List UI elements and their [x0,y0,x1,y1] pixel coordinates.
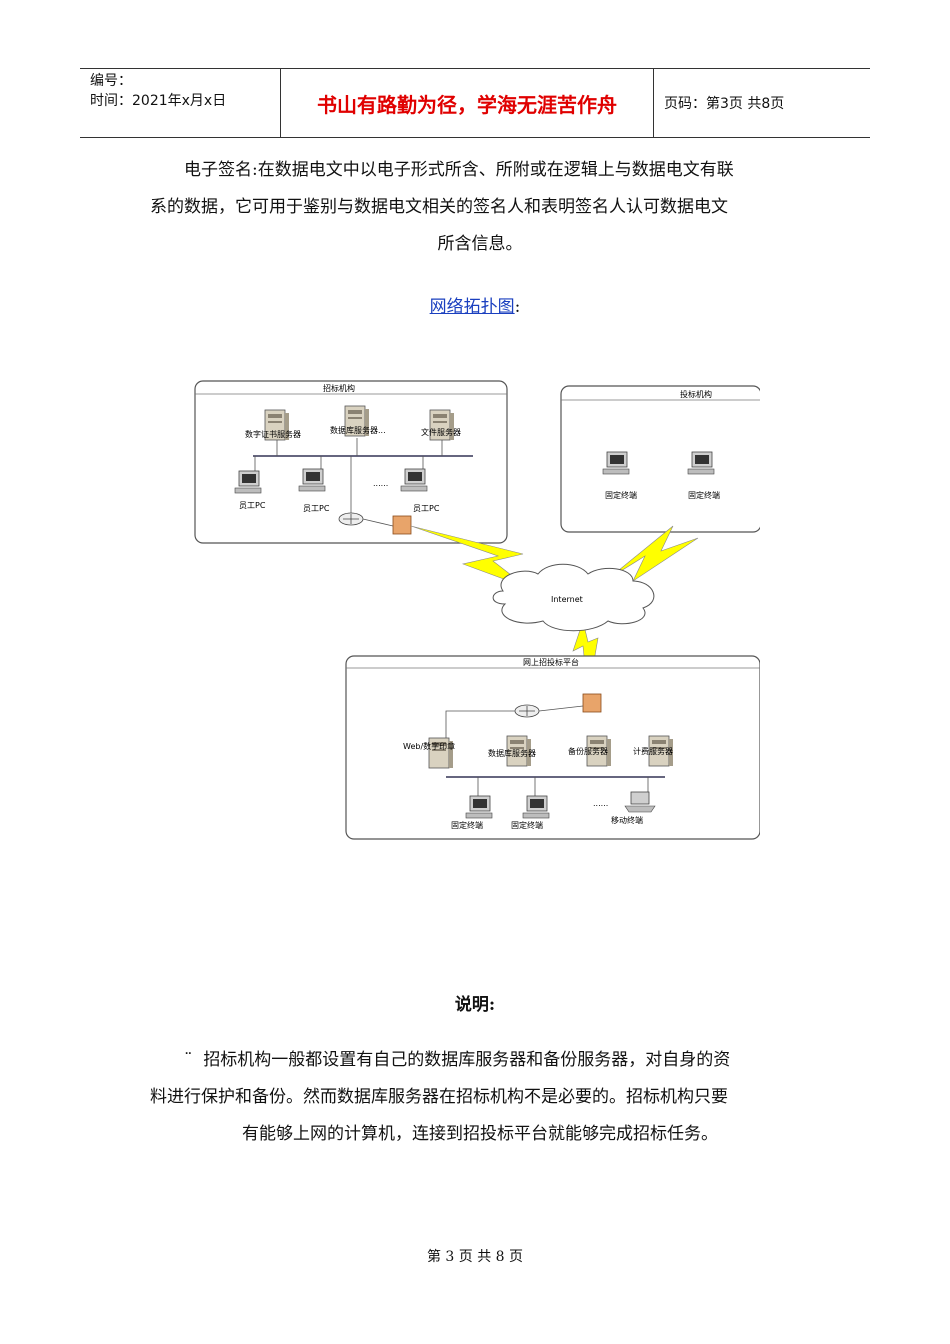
note-line-text: 招标机构一般都设置有自己的数据库服务器和备份服务器，对自身的资 [203,1050,731,1070]
laptop-icon [624,791,656,813]
internet-cloud-icon: Internet [492,563,655,632]
definition-line: 电子签名:在数据电文中以电子形式所含、所附或在逻辑上与数据电文有联 [184,160,734,180]
wireless-link-icon [607,525,699,582]
platform-label: 网上招投标平台 [523,657,579,667]
ellipsis-label: ...... [373,479,388,488]
staff-pc-label: 员工PC [239,501,266,510]
page-header: 编号： 时间：2021年x月x日 书山有路勤为径，学海无涯苦作舟 页码：第3页 … [80,68,870,138]
bullet-icon: ¨ [184,1050,193,1070]
note-heading: 说明: [454,995,496,1015]
fixed-terminal-label: 固定终端 [605,490,637,500]
topology-colon: : [514,297,521,317]
mobile-terminal-label: 移动终端 [611,815,643,825]
billing-server-label: 计费服务器 [633,746,673,756]
firewall-icon [582,693,602,713]
bid-org-label: 投标机构 [680,389,712,399]
topology-heading: 网络拓扑图: [0,292,950,317]
header-motto: 书山有路勤为径，学海无涯苦作舟 [281,69,654,137]
db-server-label: 数据库服务器 [488,748,536,758]
server-file-label: 文件服务器 [421,427,461,437]
header-meta: 编号： 时间：2021年x月x日 [80,69,281,137]
bid-org-box: 投标机构 固定终端 固定终端 [560,385,760,533]
tender-org-label: 招标机构 [323,383,355,393]
header-page-info: 页码：第3页 共8页 [664,96,785,112]
note-line: ¨ 招标机构一般都设置有自己的数据库服务器和备份服务器，对自身的资 [150,1042,810,1079]
network-topology-diagram: 招标机构 数字证书服务器 数据库服务器... 文件服务器 ...... 员工PC… [194,380,760,840]
staff-pc-label: 员工PC [413,504,440,513]
internet-label: Internet [551,595,583,604]
definition-line: 所含信息。 [437,234,523,254]
note-line: 有能够上网的计算机，连接到招投标平台就能够完成招标任务。 [242,1124,718,1144]
server-db-label: 数据库服务器... [330,425,386,435]
page-footer: 第 3 页 共 8 页 [426,1249,524,1265]
number-label: 编号： [90,73,132,89]
definition-paragraph: 电子签名:在数据电文中以电子形式所含、所附或在逻辑上与数据电文有联 系的数据，它… [150,152,810,263]
backup-server-label: 备份服务器 [568,746,608,756]
fixed-terminal-label: 固定终端 [511,820,543,830]
topology-link[interactable]: 网络拓扑图 [429,297,515,317]
time-label: 时间：2021年x月x日 [90,93,227,109]
firewall-icon [392,515,412,535]
staff-pc-label: 员工PC [303,504,330,513]
note-line: 料进行保护和备份。然而数据库服务器在招标机构不是必要的。招标机构只要 [150,1087,728,1107]
tender-org-box: 招标机构 数字证书服务器 数据库服务器... 文件服务器 ...... 员工PC… [194,380,508,544]
fixed-terminal-label: 固定终端 [688,490,720,500]
web-server-label: Web/数字印章 [403,741,455,751]
note-paragraph: ¨ 招标机构一般都设置有自己的数据库服务器和备份服务器，对自身的资 料进行保护和… [150,1042,810,1153]
platform-box: 网上招投标平台 Web/数字印章 数据库服务器 备份服务器 计费服务器 ....… [345,655,760,840]
definition-line: 系的数据，它可用于鉴别与数据电文相关的签名人和表明签名人认可数据电文 [150,197,728,217]
server-digital-cert-label: 数字证书服务器 [245,429,301,439]
ellipsis-label: ...... [593,799,608,808]
fixed-terminal-label: 固定终端 [451,820,483,830]
